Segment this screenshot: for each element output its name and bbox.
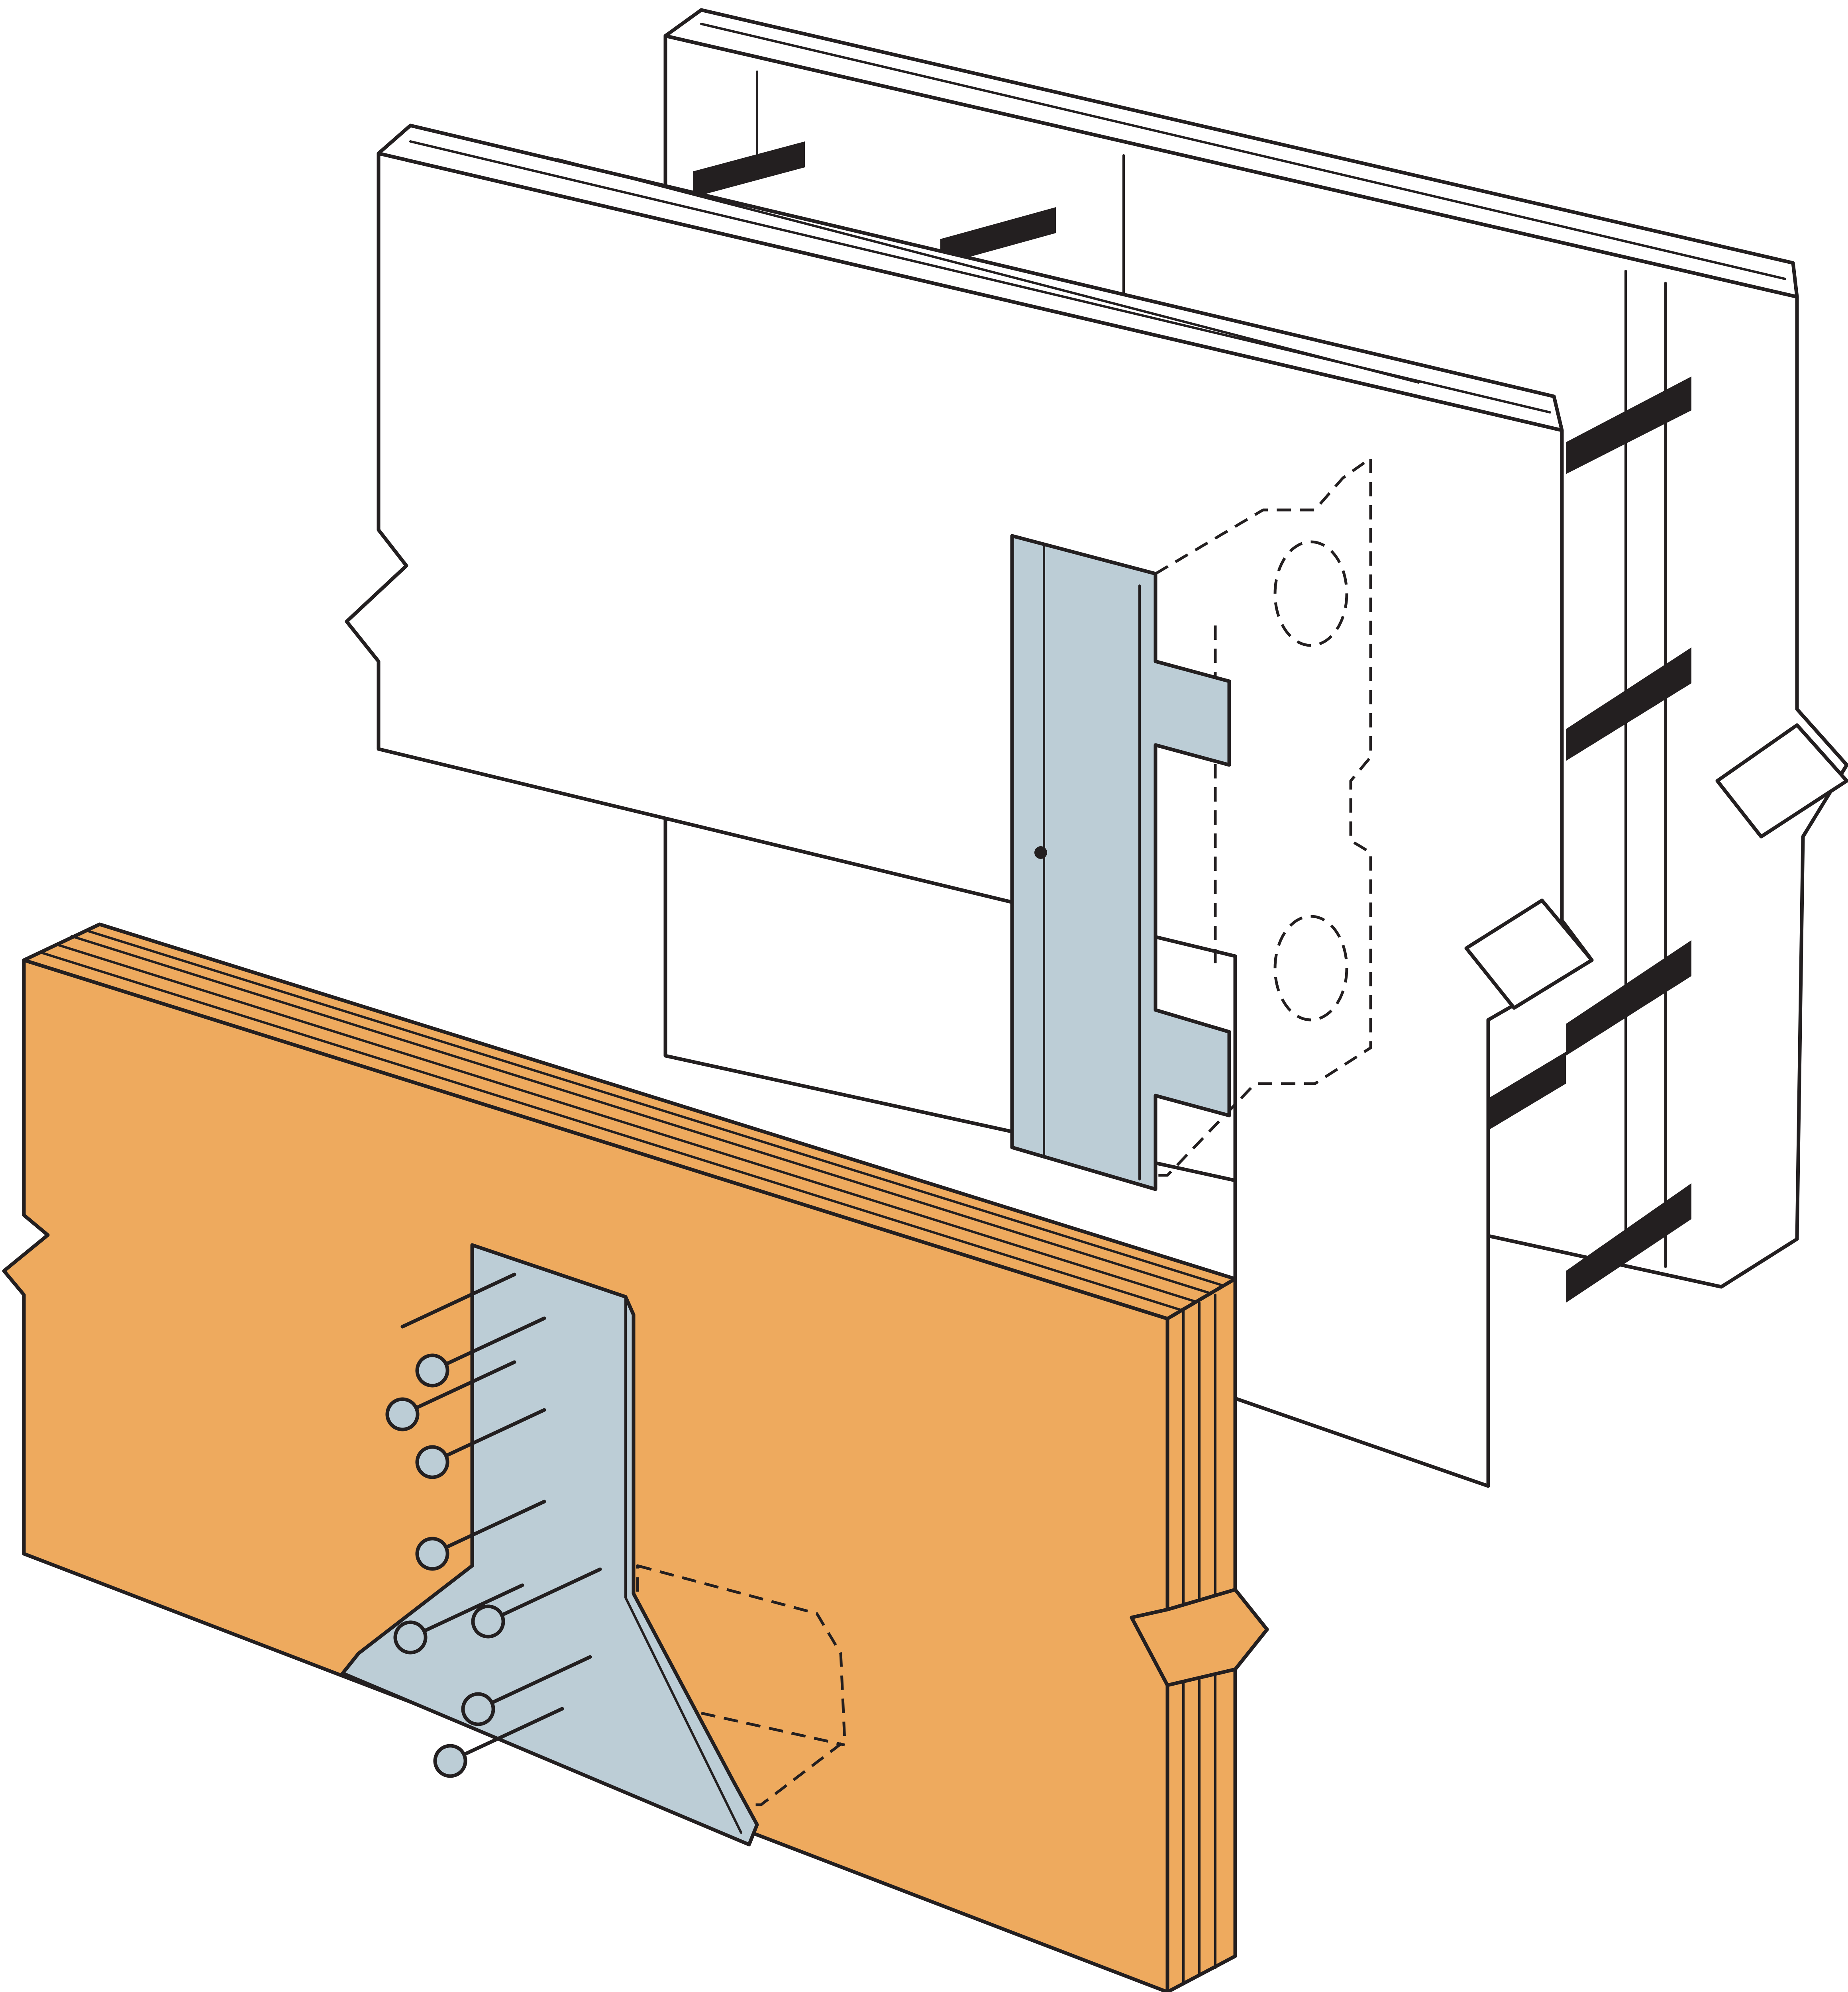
ledger-break-cut <box>1130 1588 1269 1687</box>
front-foam-panel <box>345 124 1848 1488</box>
form-tie-6 <box>1566 1183 1691 1303</box>
screw-4 <box>415 1500 546 1571</box>
ledger-ply-line-4 <box>84 929 1228 1288</box>
form-tie-1 <box>693 141 805 197</box>
ledger-ply-line-1 <box>39 951 1185 1312</box>
hanger-bracket-plate <box>341 1243 759 1847</box>
hanger-bracket-bend-line-2 <box>624 1596 742 1834</box>
embedded-connector <box>1010 457 1372 1191</box>
embedded-connector-strap <box>1010 534 1231 1191</box>
embedded-connector-hidden-plate <box>1154 457 1372 1177</box>
back-panel-tongue-line <box>700 23 1786 280</box>
screw-5 <box>393 1583 524 1655</box>
ledger-ply-line-3 <box>71 935 1216 1296</box>
form-tie-5 <box>1566 940 1691 1056</box>
screw-3 <box>415 1408 546 1479</box>
front-panel-groove-line <box>557 158 1420 384</box>
screw-8 <box>433 1707 564 1778</box>
ledger-ply-line-2 <box>55 943 1201 1304</box>
form-tie-3 <box>1566 376 1691 474</box>
embedded-connector-hole-top <box>1273 540 1348 647</box>
screws <box>385 1272 602 1778</box>
embedded-connector-hole-bottom <box>1273 915 1348 1021</box>
hanger-bracket <box>341 1243 759 1847</box>
back-panel-cut-notch <box>1715 723 1848 839</box>
screw-1 <box>415 1316 546 1388</box>
front-panel-face <box>345 151 1594 1488</box>
form-tie-4 <box>1566 647 1691 761</box>
screw-6 <box>471 1567 602 1639</box>
front-panel-top-edge <box>377 124 1564 432</box>
hanger-hidden-seat-fold <box>701 1712 845 1747</box>
embedded-connector-nail-hole <box>1034 846 1047 859</box>
screw-2 <box>385 1360 516 1431</box>
form-tie-2 <box>940 207 1056 265</box>
screw-7 <box>461 1655 592 1726</box>
screw-9 <box>400 1272 516 1329</box>
front-panel-cut-notch <box>1464 898 1594 1010</box>
